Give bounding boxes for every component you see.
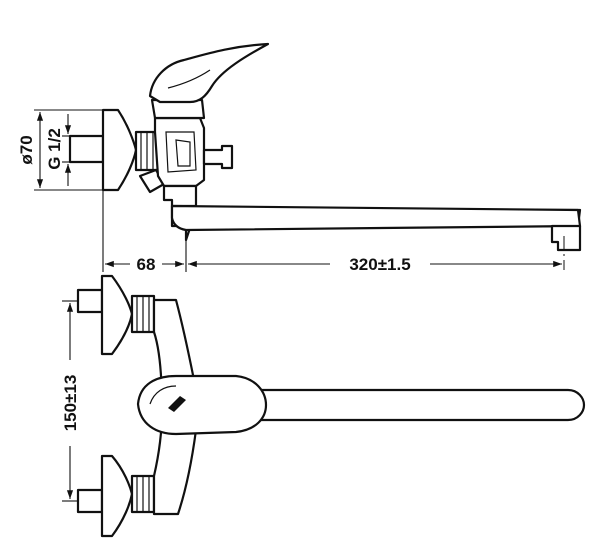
- lower-wall-pipe: [76, 488, 104, 514]
- side-knob: [202, 144, 234, 170]
- dimension-body-diameter: ø70: [17, 109, 103, 191]
- spout-base: [162, 184, 198, 208]
- dimension-center-distance: 150±13: [58, 300, 82, 502]
- aerator: [550, 224, 582, 252]
- label-body-diameter: ø70: [17, 135, 36, 164]
- lever-badge: [168, 396, 186, 412]
- dimension-spout-length: 320±1.5: [188, 254, 562, 274]
- label-center-distance: 150±13: [61, 375, 80, 432]
- valve-body: [153, 116, 206, 188]
- lower-escutcheon: [100, 454, 134, 538]
- side-elevation-view: [68, 42, 582, 270]
- front-elevation-view: [76, 274, 586, 538]
- dimension-wall-offset: 68: [102, 190, 187, 274]
- dimension-thread: G 1/2: [45, 114, 72, 186]
- label-wall-offset: 68: [137, 255, 156, 274]
- escutcheon-flange: [101, 108, 138, 192]
- front-lever: [136, 374, 268, 436]
- label-spout-length: 320±1.5: [349, 255, 410, 274]
- label-thread: G 1/2: [45, 128, 64, 170]
- upper-escutcheon: [100, 274, 134, 356]
- front-spout: [234, 388, 586, 422]
- lever-handle: [148, 42, 270, 104]
- upper-wall-pipe: [76, 288, 104, 314]
- spout-pipe-body: [170, 204, 582, 232]
- wall-pipe: [68, 134, 105, 164]
